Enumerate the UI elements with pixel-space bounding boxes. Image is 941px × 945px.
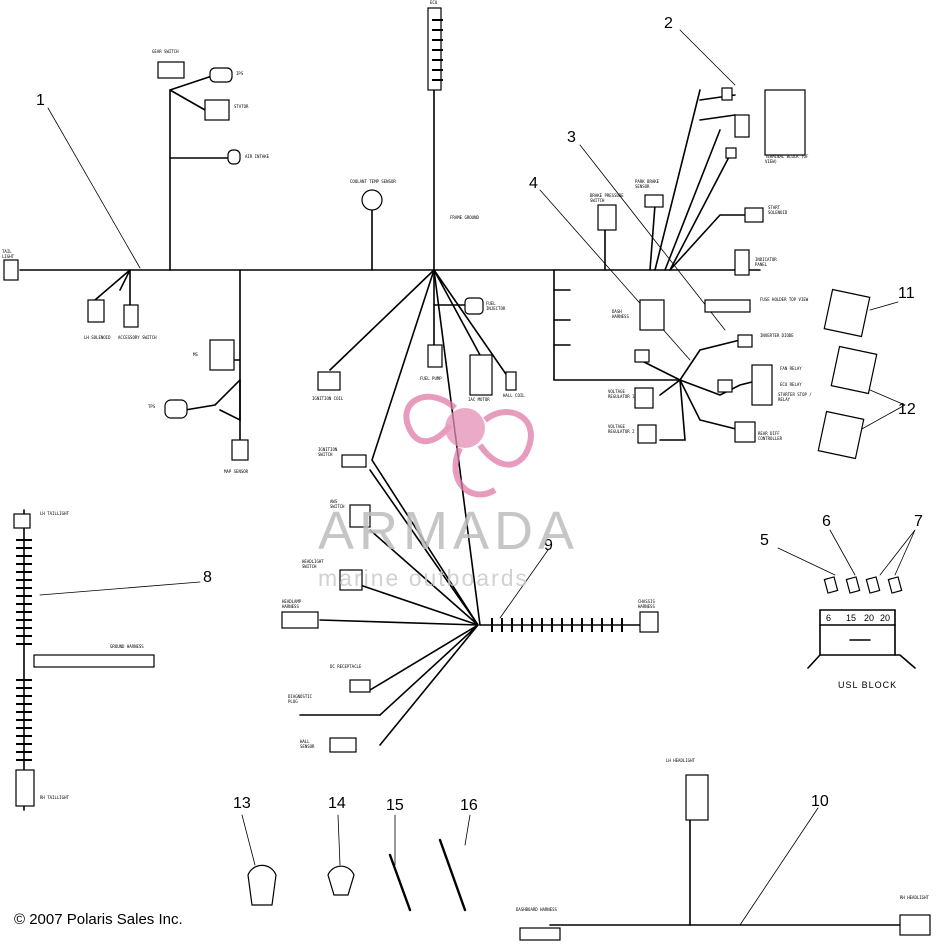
label-tail-light: TAIL LIGHT	[2, 249, 15, 259]
label-ignition-coil: IGNITION COIL	[312, 396, 344, 401]
relay-12b	[817, 410, 865, 460]
terminal-block	[764, 89, 806, 156]
callout-10: 10	[811, 793, 829, 810]
callout-7: 7	[914, 513, 923, 530]
label-hall-coil: HALL COIL	[503, 393, 525, 398]
label-gear-switch: GEAR SWITCH	[152, 49, 179, 54]
label-ms: MS	[193, 352, 198, 357]
grommet-13	[247, 864, 277, 906]
label-park-brake-sensor: PARK BRAKE SENSOR	[635, 179, 660, 189]
fuse-7a	[865, 576, 881, 594]
relay-12a	[830, 345, 878, 395]
label-brake-pressure-switch: BRAKE PRESSURE SWITCH	[590, 193, 624, 203]
label-frame-ground: FRAME GROUND	[450, 215, 479, 220]
label-lh-solenoid: LH SOLENOID	[84, 335, 111, 340]
label-rh-headlight: RH HEADLIGHT	[900, 895, 929, 900]
callout-16: 16	[460, 797, 478, 814]
iac-lead	[433, 269, 511, 381]
callout-3: 3	[567, 129, 576, 146]
right-fan	[654, 89, 761, 271]
label-air-intake: AIR INTAKE	[245, 154, 270, 159]
callout-9: 9	[544, 537, 553, 554]
ms-connector	[209, 339, 235, 371]
label-ecu: ECU	[430, 0, 438, 5]
fuse-5	[823, 576, 839, 594]
label-lh-headlight: LH HEADLIGHT	[666, 758, 695, 763]
label-rear-diff: REAR DIFF CONTROLLER	[758, 431, 783, 441]
relay-11	[823, 288, 871, 338]
watermark-propeller-icon	[403, 393, 534, 498]
callout-11: 11	[898, 285, 915, 302]
label-rh-taillight: RH TAILLIGHT	[40, 795, 69, 800]
label-aws-switch: AWS SWITCH	[330, 499, 345, 509]
copyright-notice: © 2007 Polaris Sales Inc.	[14, 911, 183, 928]
callout-12: 12	[898, 401, 916, 418]
label-accessory-switch: ACCESSORY SWITCH	[118, 335, 157, 340]
fuse-7b	[887, 576, 903, 594]
fuse-6	[845, 576, 861, 594]
headlamp-connector	[281, 611, 319, 629]
label-tps: TPS	[148, 404, 156, 409]
fuse-value-3: 20	[864, 613, 875, 623]
callout-14: 14	[328, 795, 346, 812]
label-voltage-reg-2: VOLTAGE REGULATOR 2	[608, 424, 635, 434]
clip-14	[327, 865, 355, 896]
label-voltage-reg-1: VOLTAGE REGULATOR 1	[608, 389, 635, 399]
label-inverter-diode: INVERTER DIODE	[760, 333, 794, 338]
label-fuel-injector: FUEL INJECTOR	[486, 301, 506, 311]
label-lh-taillight: LH TAILLIGHT	[40, 511, 69, 516]
wire-16	[438, 838, 467, 912]
label-headlamp-harness: HEADLAMP HARNESS	[282, 599, 302, 609]
label-terminal-block: TERMINAL BLOCK (OF VIEW)	[765, 154, 809, 164]
label-dashboard-harness: DASHBOARD HARNESS	[516, 907, 557, 912]
label-usl-block: USL BLOCK	[838, 680, 898, 690]
fuse-value-2: 15	[846, 613, 857, 623]
label-indicator-panel: INDICATOR PANEL	[755, 257, 777, 267]
coolant-sensor	[361, 189, 383, 211]
label-chassis-harness: CHASSIS HARNESS	[638, 599, 655, 609]
callout-13: 13	[233, 795, 251, 812]
label-ground-harness: GROUND HARNESS	[110, 644, 144, 649]
callout-15: 15	[386, 797, 404, 814]
lh-solenoid-lead	[94, 269, 131, 306]
label-stator: STATOR	[234, 104, 249, 109]
label-fuel-pump: FUEL PUMP	[420, 376, 442, 381]
label-ignition-switch: IGNITION SWITCH	[318, 447, 338, 457]
iac-motor	[469, 354, 493, 396]
callout-6: 6	[822, 513, 831, 530]
chassis-connector	[639, 611, 659, 633]
label-start-solenoid: START SOLENOID	[768, 205, 788, 215]
label-map-sensor: MAP SENSOR	[224, 469, 249, 474]
fuse-value-4: 20	[880, 613, 891, 623]
label-hall-sensor: HALL SENSOR	[300, 739, 315, 749]
callout-1: 1	[36, 92, 45, 109]
label-headlight-switch: HEADLIGHT SWITCH	[302, 559, 324, 569]
tps-connector	[164, 399, 188, 419]
callout-5: 5	[760, 532, 769, 549]
label-ips: IPS	[236, 71, 244, 76]
callout-4: 4	[529, 175, 538, 192]
fuse-value-1: 6	[826, 613, 832, 623]
callout-2: 2	[664, 15, 673, 32]
label-coolant-temp: COOLANT TEMP SENSOR	[350, 179, 396, 184]
watermark-tagline: marine outboards	[318, 565, 529, 591]
label-iac-motor: IAC MOTOR	[468, 397, 490, 402]
ignition-coil-lead	[329, 269, 435, 371]
wire-15	[388, 853, 412, 912]
label-start-relay: STARTER STOP / RELAY	[778, 392, 812, 402]
watermark-brand: ARMADA	[318, 501, 580, 561]
label-fuse-holder: FUSE HOLDER TOP VIEW	[760, 297, 809, 302]
fuse-holder	[704, 299, 751, 313]
callout-8: 8	[203, 569, 212, 586]
label-dc-receptacle: DC RECEPTACLE	[330, 664, 362, 669]
label-dash-harness: DASH HARNESS	[612, 309, 629, 319]
label-diagnostic-plug: DIAGNOSTIC PLUG	[288, 694, 313, 704]
label-fan-relay: FAN RELAY	[780, 366, 802, 371]
label-ecu-relay: ECU RELAY	[780, 382, 802, 387]
